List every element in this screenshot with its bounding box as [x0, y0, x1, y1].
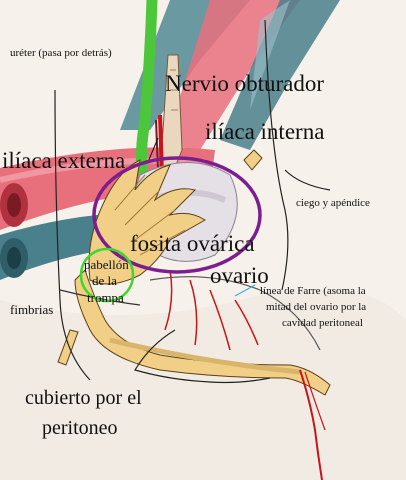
- ureter: [135, 0, 158, 176]
- label-pabellon-1: pabellón: [84, 257, 129, 272]
- label-ovario: ovario: [210, 263, 269, 288]
- vein-highlight: [250, 0, 290, 110]
- peritoneal-fold: [149, 276, 321, 351]
- ureter-pointer: [147, 137, 159, 163]
- pelvic-wall-line-right: [264, 19, 289, 291]
- ovarian-vessels: [164, 269, 259, 351]
- obturator-vein: [155, 119, 159, 171]
- ligament-stub: [57, 329, 79, 366]
- label-fosita-ovarica: fosita ovárica: [130, 231, 255, 256]
- label-iliaca-interna: ilíaca interna: [205, 119, 325, 144]
- label-pabellon-3: trompa: [87, 290, 124, 305]
- fossa-highlight-ellipse: [92, 156, 262, 274]
- vein-lumen: [7, 247, 21, 269]
- fimbriae-lines: [114, 174, 186, 256]
- label-farre-2: mitad del ovario por la: [266, 301, 367, 313]
- label-peritoneo-1: cubierto por el: [25, 387, 142, 409]
- cecum-outline: [284, 169, 331, 191]
- fimbria-pointer: [59, 289, 141, 306]
- label-iliaca-externa: ilíaca externa: [2, 148, 126, 173]
- obturator-artery: [158, 114, 164, 176]
- internal-iliac-vein-right: [220, 0, 340, 150]
- artery-highlight: [0, 157, 206, 183]
- artery-lumen: [7, 193, 21, 217]
- label-pabellon-2: de la: [92, 273, 117, 288]
- tube-highlight: [109, 337, 301, 375]
- uterine-branch: [304, 371, 326, 431]
- uterine-artery: [299, 369, 323, 480]
- farre-pointer: [234, 284, 256, 297]
- label-fimbrias: fimbrias: [10, 302, 54, 317]
- infundibulum-highlight-circle: [79, 247, 135, 303]
- nerve-striations: [170, 69, 178, 111]
- label-ureter: uréter (pasa por detrás): [10, 47, 112, 59]
- right-stub: [243, 149, 263, 171]
- label-farre-3: cavidad peritoneal: [282, 317, 363, 329]
- pelvic-wall-line-left: [54, 89, 91, 381]
- peritoneum-outline: [134, 329, 271, 384]
- label-nervio-obturador: Nervio obturador: [165, 71, 325, 96]
- label-farre-1: línea de Farre (asoma la: [260, 285, 366, 297]
- label-peritoneo-2: peritoneo: [42, 417, 118, 439]
- label-ciego: ciego y apéndice: [296, 197, 370, 209]
